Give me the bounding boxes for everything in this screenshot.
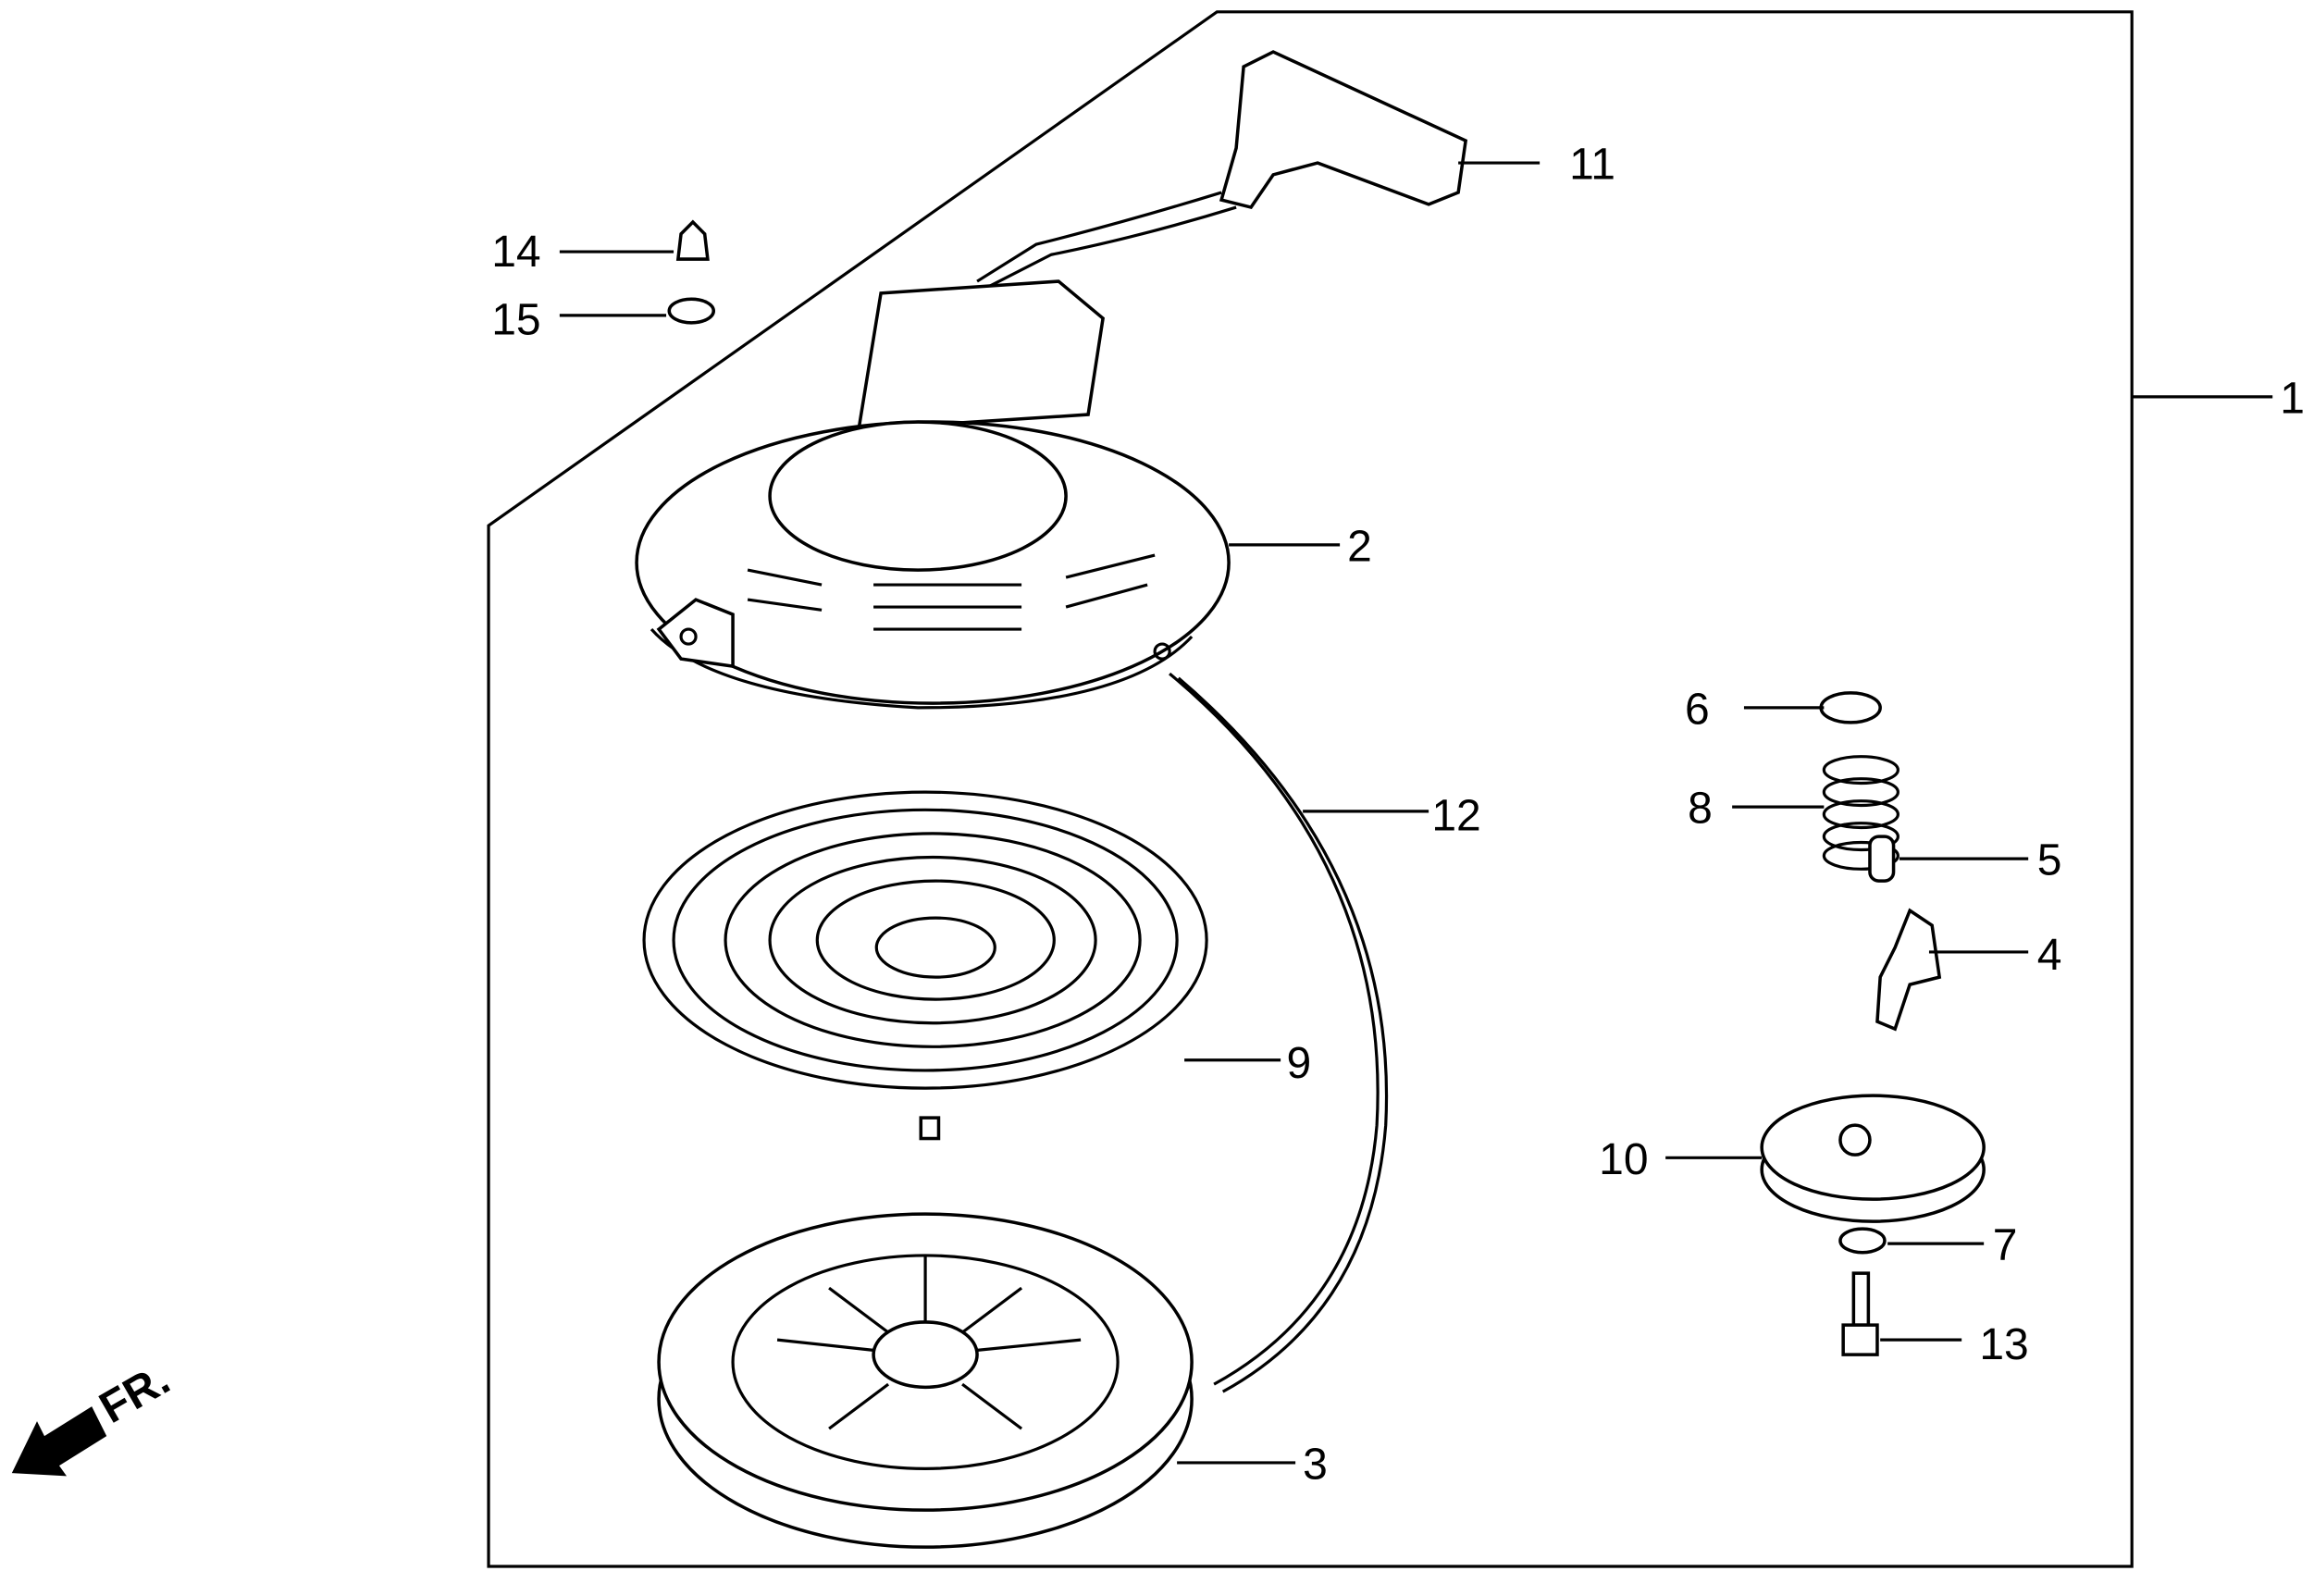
arrow-down-left-icon xyxy=(11,1406,107,1477)
part-set-washer xyxy=(1838,1227,1887,1255)
part-bolt xyxy=(1841,1271,1879,1356)
callout-8: 8 xyxy=(1688,785,1713,834)
callout-15: 15 xyxy=(491,296,540,345)
part-washer xyxy=(667,297,716,325)
assembly-frame xyxy=(487,10,2134,1568)
callout-7: 7 xyxy=(1993,1221,2018,1270)
part-starter-grip xyxy=(976,50,1468,291)
callout-14: 14 xyxy=(491,228,540,277)
callout-13: 13 xyxy=(1979,1320,2028,1369)
part-starter-reel xyxy=(657,1212,1194,1549)
callout-10: 10 xyxy=(1599,1135,1648,1184)
callout-4: 4 xyxy=(2037,931,2062,980)
part-friction-washer xyxy=(1819,691,1882,724)
front-label: FR. xyxy=(92,1355,178,1433)
callout-11: 11 xyxy=(1569,141,1615,190)
part-spiral-spring xyxy=(642,790,1208,1141)
part-friction-plate xyxy=(1760,1094,1986,1223)
part-ratchet-pin xyxy=(1868,835,1896,883)
callout-5: 5 xyxy=(2037,836,2062,885)
callout-3: 3 xyxy=(1303,1441,1328,1490)
front-direction-indicator: FR. xyxy=(11,1355,178,1477)
callout-1: 1 xyxy=(2280,374,2305,423)
callout-9: 9 xyxy=(1287,1039,1312,1088)
callout-2: 2 xyxy=(1347,522,1372,571)
part-friction-spring xyxy=(1822,755,1899,871)
part-nut xyxy=(675,219,710,261)
part-starter-rope xyxy=(1169,672,1380,1386)
callout-12: 12 xyxy=(1431,792,1480,841)
part-starter-case xyxy=(635,279,1231,710)
leader-lines xyxy=(559,161,2273,1465)
callout-6: 6 xyxy=(1685,685,1710,734)
part-ratchet xyxy=(1875,908,1942,1032)
